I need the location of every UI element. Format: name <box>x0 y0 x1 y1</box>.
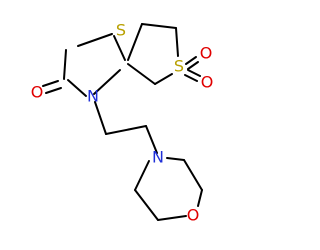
bond-morpholine-c-right-c-top <box>183 159 203 191</box>
bond-carbonyl-c-n <box>67 79 87 97</box>
nitrogen-atom-morpholine: N <box>152 148 164 167</box>
bond-linker-c1-c2 <box>105 125 147 135</box>
oxygen-atom-sulfone-2: O <box>201 73 214 92</box>
bond-spiro-s1 <box>113 35 126 61</box>
nitrogen-atom-lactam: N <box>87 87 99 106</box>
sulfur-atom-thiazolidine: S <box>116 21 126 40</box>
bond-morpholine-n-c-left <box>134 160 150 191</box>
bond-ch2-bottom-spiro <box>127 63 156 85</box>
bond-carbonyl-double-a <box>42 80 59 87</box>
bond-ch2-right-s2 <box>175 27 179 57</box>
bond-s2-o2-double-b <box>184 74 198 82</box>
chemical-structure: S S O O O N N O <box>31 21 214 225</box>
oxygen-atom-carbonyl: O <box>31 83 44 102</box>
bond-morpholine-c-left-c-bottom <box>134 189 159 221</box>
bond-ch2-top-ch2-right <box>141 23 177 29</box>
oxygen-atom-sulfone-1: O <box>200 44 213 63</box>
oxygen-atom-morpholine: O <box>187 206 200 225</box>
bond-s2-o1-double-a <box>185 56 197 65</box>
bond-morpholine-o-c-right <box>197 189 203 207</box>
bonds <box>42 23 203 221</box>
bond-n-linker-c1 <box>94 101 107 135</box>
sulfur-atom-sulfone: S <box>174 57 184 76</box>
bond-n-spiro <box>93 69 121 95</box>
bond-morpholine-c-top-n <box>166 157 185 161</box>
bond-spiro-ch2-top <box>127 23 143 61</box>
bond-s2-o1-double-b <box>187 61 199 70</box>
bond-s2-ch2-bottom <box>154 73 173 85</box>
bond-s2-o2-double-a <box>187 69 201 77</box>
bond-linker-c2-n-morpholine <box>145 125 158 154</box>
atom-labels: S S O O O N N O <box>31 21 214 225</box>
bond-ch2-carbonyl-c <box>63 49 67 80</box>
bond-s1-ch2 <box>77 33 113 47</box>
bond-carbonyl-double-b <box>45 87 62 94</box>
bond-morpholine-c-bottom-o <box>157 215 187 221</box>
